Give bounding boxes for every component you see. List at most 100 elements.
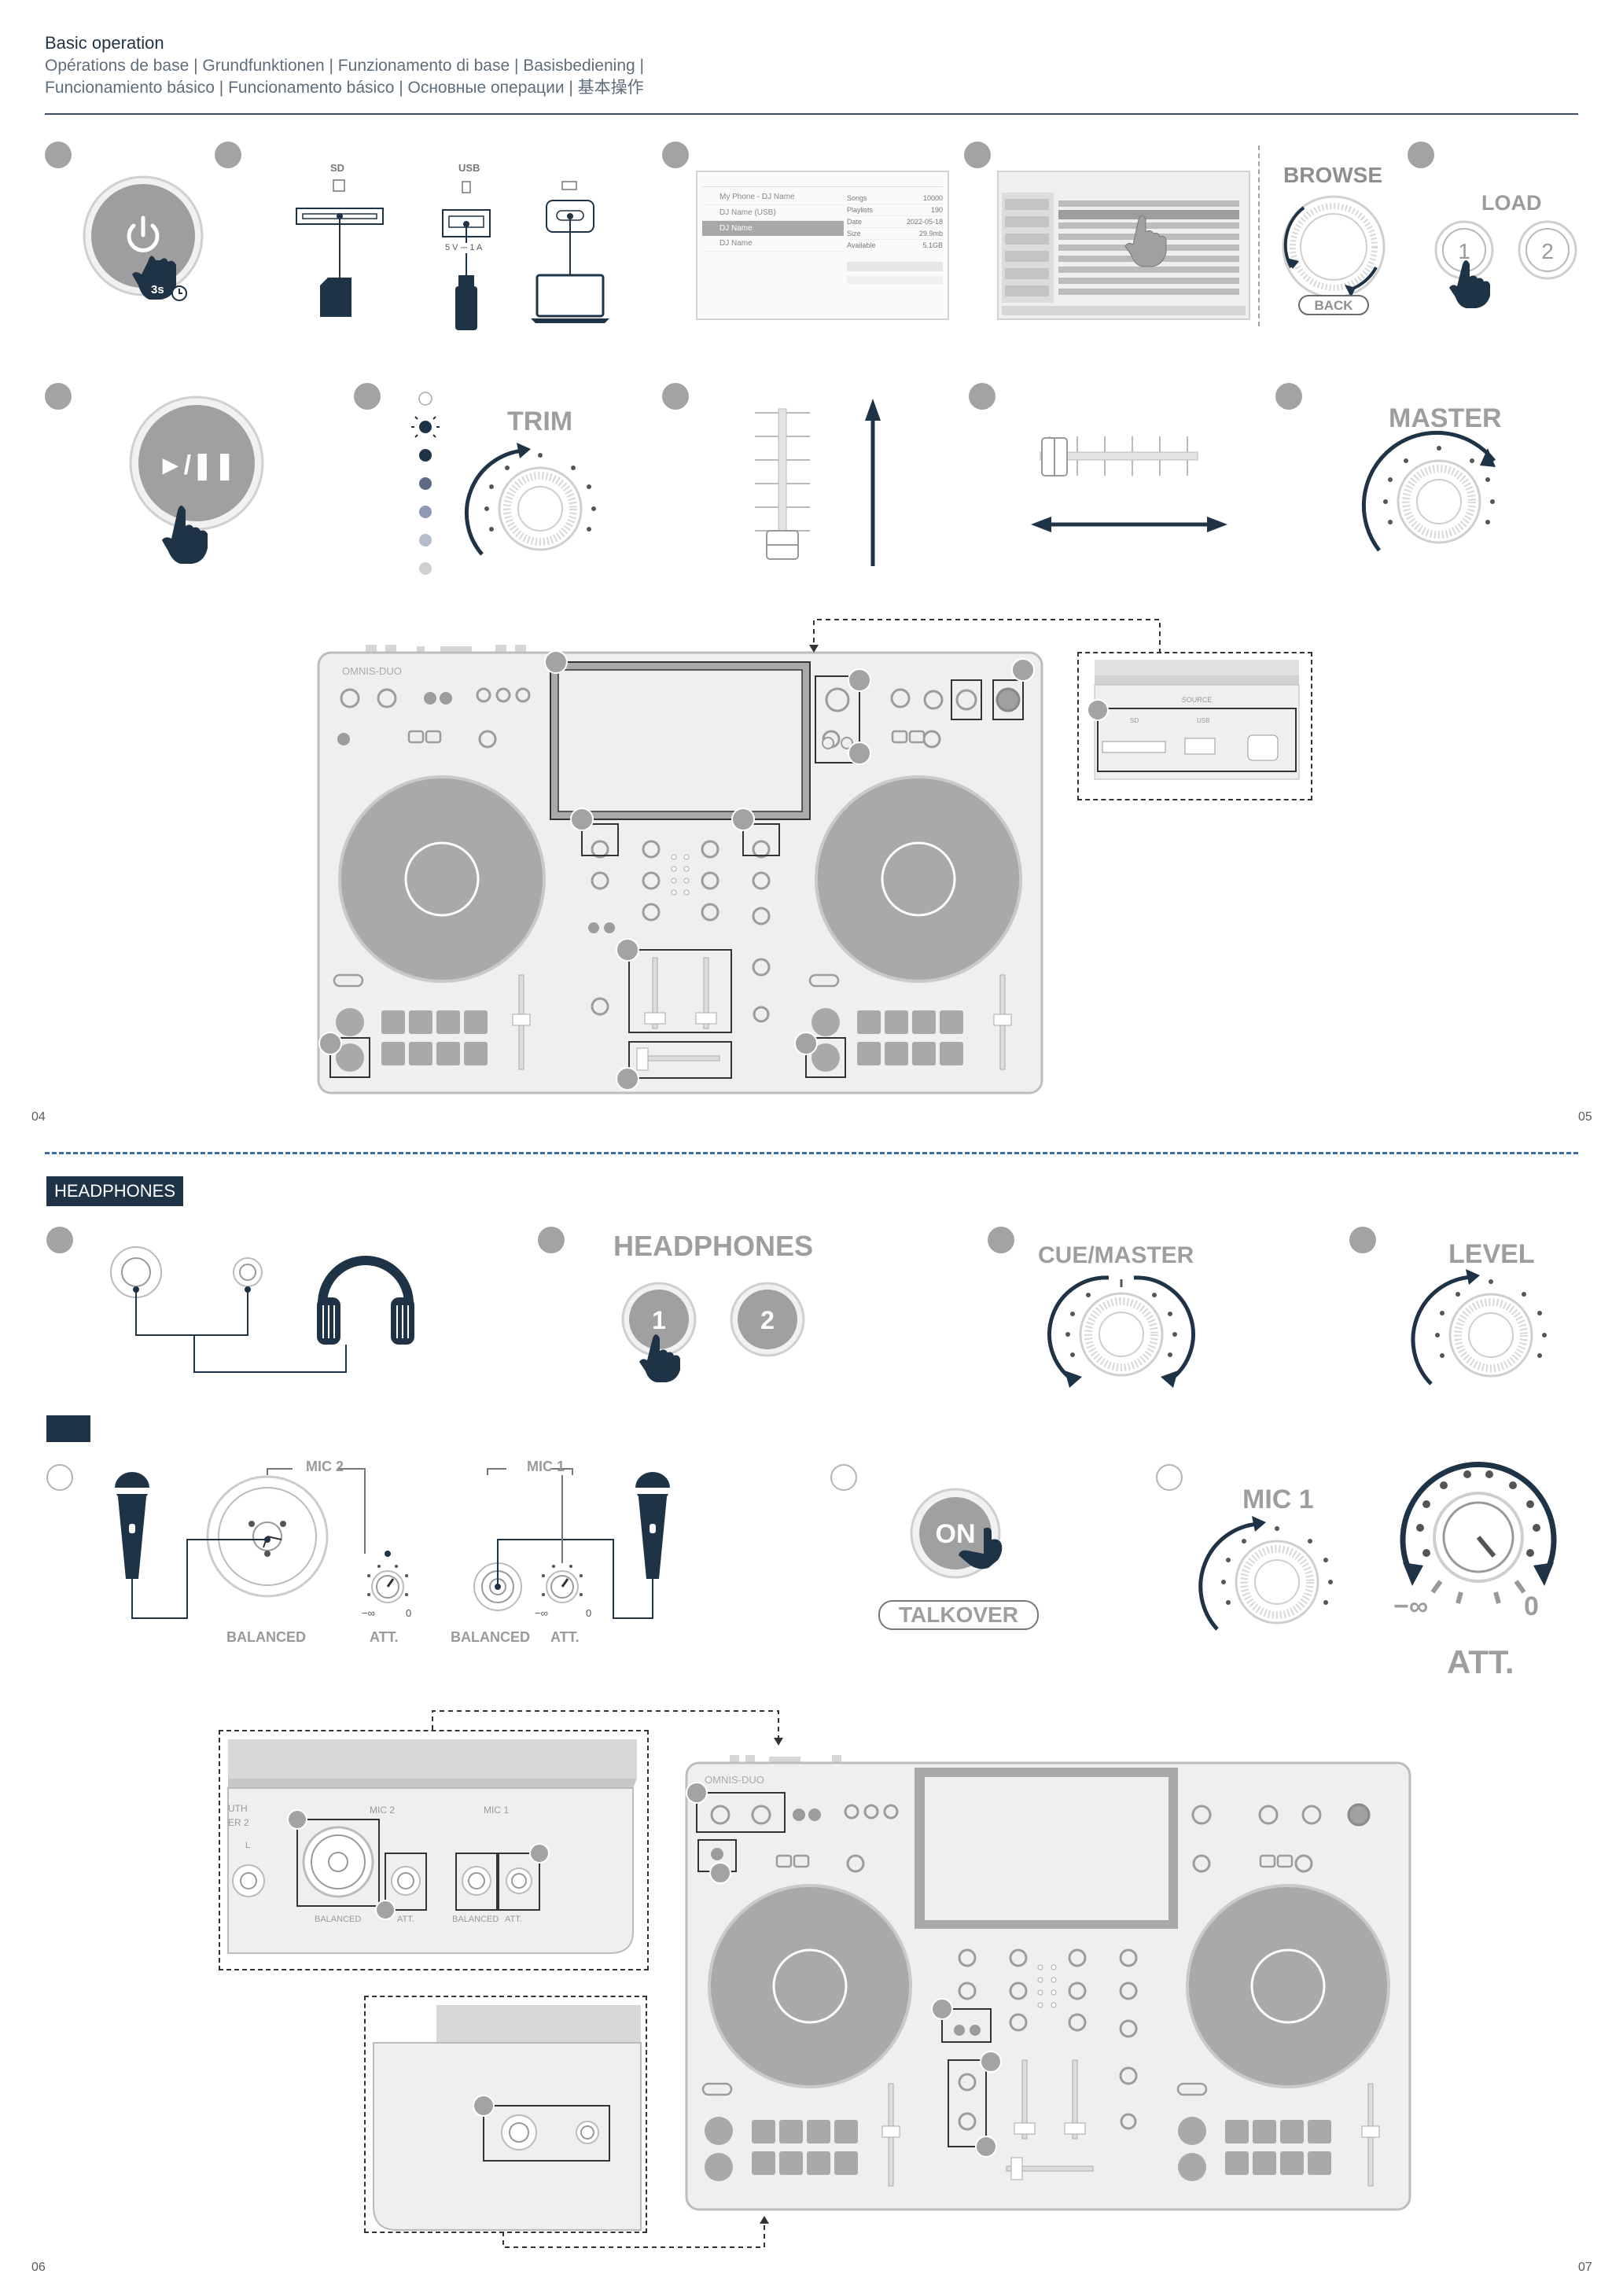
step-marker	[662, 142, 689, 168]
master-knob-illustration	[1361, 430, 1496, 552]
cue-1-label: 1	[652, 1306, 666, 1334]
step-marker	[988, 1227, 1014, 1253]
bottom-brand-label: OMNIS-DUO	[705, 1774, 764, 1786]
page-title: Basic operation	[45, 33, 164, 53]
source-list-item[interactable]: DJ Name	[702, 236, 844, 252]
laptop-icon	[531, 274, 609, 323]
controller-top-diagram: OMNIS-DUO	[317, 619, 1161, 1095]
page-divider	[45, 1152, 1578, 1154]
mic2-min-label: −∞	[362, 1607, 375, 1619]
step-marker	[46, 1227, 73, 1253]
load-label: LOAD	[1481, 191, 1542, 215]
sd-slot[interactable]	[1102, 741, 1166, 753]
brand-label: OMNIS-DUO	[342, 665, 402, 677]
rear-side-text-1: UTH	[228, 1803, 248, 1814]
step-marker	[969, 383, 996, 410]
headphones-label: HEADPHONES	[613, 1230, 814, 1262]
mic1-knob-label: MIC 1	[1242, 1485, 1314, 1514]
load-2-button[interactable]	[1518, 220, 1577, 280]
level-label: LEVEL	[1448, 1239, 1535, 1269]
rear-mic2-label: MIC 2	[370, 1805, 395, 1816]
page-number: 07	[1578, 2261, 1592, 2274]
laptop-illustration	[531, 181, 609, 323]
rear-att-label: ATT.	[397, 1915, 414, 1924]
power-illustration: 3s	[83, 175, 204, 301]
level-knob	[1411, 1269, 1547, 1385]
usb-power-spec: 5 V ⎓ 1 A	[445, 243, 483, 253]
hand-pointer-icon	[162, 506, 208, 564]
subtitle-line-1: Opérations de base | Grundfunktionen | F…	[45, 57, 644, 75]
headphone-connection-illustration	[110, 1246, 414, 1373]
trim-label: TRIM	[507, 407, 573, 436]
hand-pointer-icon	[1124, 215, 1167, 267]
clock-icon	[171, 285, 187, 301]
step-marker	[1156, 1464, 1183, 1491]
rear-side-l: L	[245, 1841, 250, 1850]
talkover-illustration: ON	[910, 1488, 1003, 1579]
mic-connection-illustration	[115, 1468, 670, 1619]
play-pause-label: ►/❚❚	[157, 451, 236, 481]
att-big-knob	[1400, 1462, 1557, 1604]
cue-master-knob	[1047, 1275, 1195, 1388]
play-pause-button[interactable]	[138, 405, 255, 521]
mic1-level-knob	[1198, 1516, 1333, 1631]
cue-2-label: 2	[760, 1306, 775, 1334]
usb-a-port[interactable]	[1184, 738, 1216, 755]
page-subtitle: Opérations de base | Grundfunktionen | F…	[45, 55, 1146, 99]
step-divider	[1258, 145, 1260, 326]
crossfader-illustration	[1031, 436, 1227, 532]
rotate-arrow	[464, 448, 524, 556]
rear-mic1-label: MIC 1	[484, 1805, 509, 1816]
rear-balanced-label-2: BALANCED	[452, 1915, 499, 1924]
source-list-item[interactable]: My Phone - DJ Name	[702, 189, 844, 205]
source-list-item-selected[interactable]: DJ Name	[702, 221, 844, 236]
step-marker	[1349, 1227, 1376, 1253]
step-marker	[538, 1227, 565, 1253]
usb-c-port[interactable]	[1247, 734, 1279, 761]
hand-pointer-icon	[639, 1334, 680, 1382]
usb-label: USB	[458, 162, 480, 174]
sd-card-illustration	[296, 179, 384, 317]
browse-label: BROWSE	[1283, 163, 1382, 187]
mic2-label: MIC 2	[306, 1459, 344, 1474]
mic1-att-label: ATT.	[550, 1629, 580, 1645]
step-marker	[46, 1464, 73, 1491]
load-1-label: 1	[1458, 239, 1470, 263]
play-pause-illustration: ►/❚❚	[129, 396, 264, 564]
mic1-min-label: −∞	[535, 1607, 548, 1619]
sd-label: SD	[330, 162, 345, 174]
header-rule	[45, 113, 1578, 115]
hand-pointer-icon	[1449, 260, 1490, 308]
rear-panel-graphic: UTH ER 2 L MIC 2 MIC 1 BALANCED ATT. BAL…	[227, 1739, 637, 1954]
track-list-screen	[997, 171, 1250, 320]
cue-1-button[interactable]	[629, 1290, 689, 1349]
inset-connectors	[432, 1710, 783, 2248]
back-label: BACK	[1314, 298, 1353, 313]
sd-card-icon	[320, 278, 351, 317]
back-button[interactable]	[1298, 295, 1369, 315]
mic1-balanced-label: BALANCED	[451, 1629, 530, 1645]
hand-pointer-icon	[959, 1527, 1003, 1569]
channel-fader-illustration	[755, 399, 881, 566]
microphone-icon	[635, 1472, 670, 1579]
browse-knob-illustration: BACK	[1282, 195, 1386, 315]
step-marker	[354, 383, 381, 410]
step-marker	[830, 1464, 857, 1491]
vu-meter-illustration	[411, 392, 440, 575]
track-list-graphic	[999, 172, 1249, 318]
rear-panel-inset: UTH ER 2 L MIC 2 MIC 1 BALANCED ATT. BAL…	[219, 1730, 649, 1970]
mic-section-tag	[46, 1415, 90, 1442]
source-list-item[interactable]: DJ Name (USB)	[702, 205, 844, 221]
step-marker	[662, 383, 689, 410]
talkover-button[interactable]	[919, 1497, 992, 1569]
usb-icon	[462, 181, 471, 193]
sd-icon	[333, 179, 345, 192]
headphones-icon	[317, 1256, 414, 1345]
usb-stick-icon	[455, 286, 477, 330]
talkover-label: TALKOVER	[878, 1600, 1039, 1630]
step-marker	[215, 142, 241, 168]
controller-bottom-diagram: OMNIS-DUO	[685, 1755, 1411, 2211]
rear-side-text-2: ER 2	[228, 1817, 249, 1828]
cue-2-button[interactable]	[738, 1290, 797, 1349]
